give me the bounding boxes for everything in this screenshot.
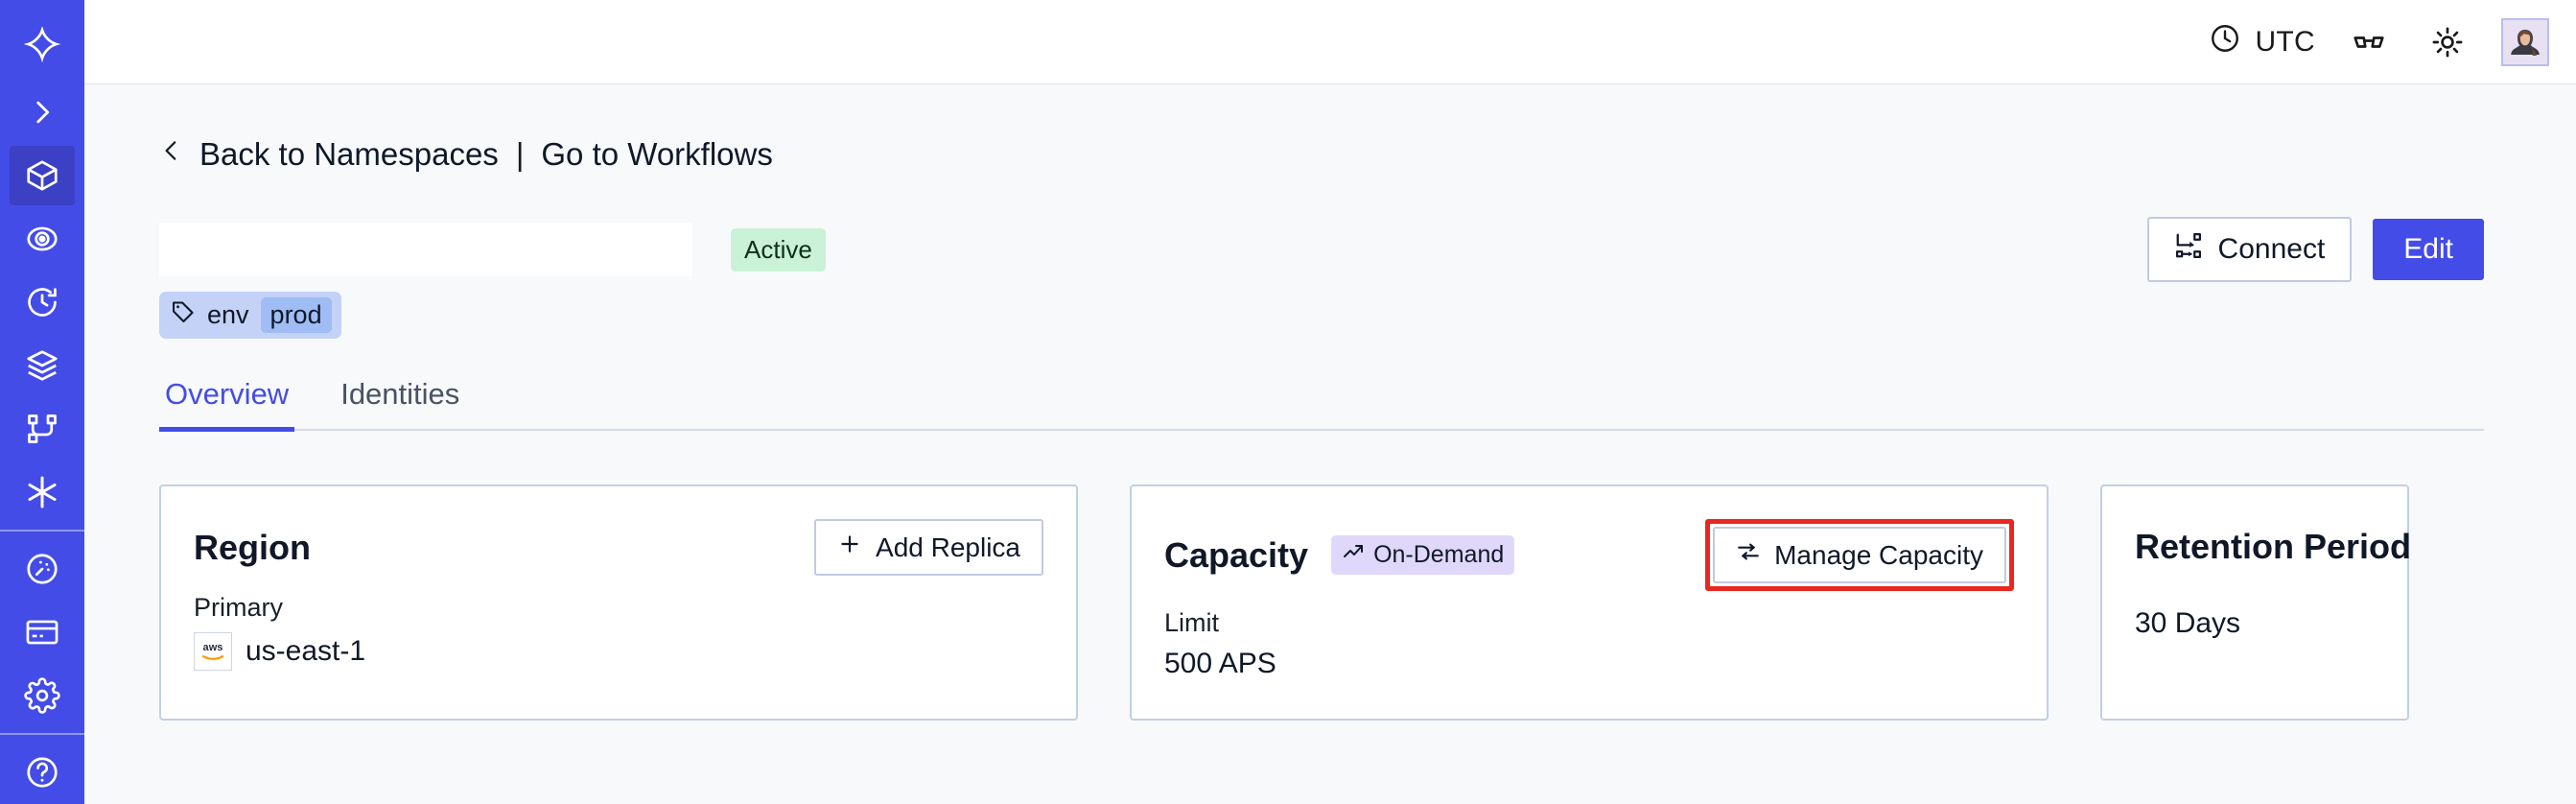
namespace-title-row: Active Connect — [159, 217, 2484, 282]
sidebar-item-namespaces[interactable] — [10, 145, 75, 205]
sidebar-item-deployments[interactable] — [10, 336, 75, 395]
region-card-header: Region Add Replica — [194, 519, 1043, 576]
capacity-mode-label: On-Demand — [1373, 541, 1505, 568]
sidebar-expand-button[interactable] — [10, 83, 75, 142]
manage-capacity-button[interactable]: Manage Capacity — [1713, 527, 2006, 583]
capacity-card: Capacity On-Demand — [1130, 485, 2049, 721]
region-value: us-east-1 — [246, 635, 366, 667]
tab-bar: Overview Identities — [159, 377, 2484, 432]
avatar[interactable] — [2501, 17, 2549, 66]
clock-icon — [2209, 22, 2241, 62]
top-header: UTC — [84, 0, 2576, 84]
tag-icon — [171, 299, 196, 331]
sidebar-item-nexus[interactable] — [10, 462, 75, 522]
retention-card: Retention Period 30 Days — [2100, 485, 2411, 721]
tag-value: prod — [260, 297, 332, 333]
sidebar-item-help[interactable] — [10, 743, 75, 802]
chevron-left-icon — [159, 134, 184, 175]
connect-label: Connect — [2217, 233, 2326, 265]
region-value-row: aws us-east-1 — [194, 632, 1043, 671]
title-actions: Connect Edit — [2146, 217, 2484, 282]
sidebar-divider-1 — [0, 529, 84, 532]
edit-label: Edit — [2403, 233, 2453, 265]
capacity-mode-badge: On-Demand — [1331, 535, 1515, 575]
capacity-value: 500 APS — [1164, 648, 1276, 679]
temporal-logo-icon[interactable] — [10, 13, 75, 79]
capacity-card-header: Capacity On-Demand — [1164, 519, 2014, 591]
add-replica-label: Add Replica — [876, 532, 1020, 562]
manage-capacity-highlight: Manage Capacity — [1705, 519, 2014, 591]
region-card-action: Add Replica — [814, 519, 1043, 576]
plus-icon — [837, 532, 862, 563]
region-card-title: Region — [194, 527, 311, 567]
timezone-label: UTC — [2255, 25, 2315, 58]
main-area: UTC — [84, 0, 2576, 804]
page-title — [159, 223, 692, 276]
sidebar-item-settings[interactable] — [10, 666, 75, 725]
connect-icon — [2174, 231, 2203, 268]
go-to-workflows-link[interactable]: Go to Workflows — [541, 136, 773, 172]
region-card: Region Add Replica — [159, 485, 1078, 721]
primary-sidebar — [0, 0, 84, 804]
breadcrumb: Back to Namespaces | Go to Workflows — [159, 134, 2484, 175]
manage-capacity-label: Manage Capacity — [1774, 539, 1983, 570]
retention-card-title: Retention Period — [2135, 527, 2412, 566]
retention-value: 30 Days — [2135, 607, 2241, 639]
connect-button[interactable]: Connect — [2146, 217, 2353, 282]
status-badge: Active — [731, 227, 826, 272]
glasses-icon[interactable] — [2344, 17, 2394, 67]
back-label: Back to Namespaces — [199, 136, 499, 172]
breadcrumb-divider: | — [515, 136, 525, 172]
capacity-card-action: Manage Capacity — [1705, 519, 2014, 591]
sidebar-item-schedules[interactable] — [10, 272, 75, 332]
page-content: Back to Namespaces | Go to Workflows Act… — [84, 84, 2576, 804]
sidebar-item-billing[interactable] — [10, 603, 75, 662]
sidebar-item-observability[interactable] — [10, 209, 75, 269]
capacity-sub-label: Limit — [1164, 608, 1220, 637]
tab-identities[interactable]: Identities — [340, 377, 460, 411]
overview-cards: Region Add Replica — [159, 485, 2484, 721]
retention-card-header: Retention Period — [2135, 519, 2411, 575]
capacity-card-title: Capacity — [1164, 534, 1309, 575]
aws-icon: aws — [194, 632, 232, 671]
sidebar-item-usage[interactable] — [10, 539, 75, 599]
trending-up-icon — [1342, 540, 1365, 570]
edit-button[interactable]: Edit — [2373, 219, 2484, 280]
tab-overview[interactable]: Overview — [159, 377, 295, 432]
add-replica-button[interactable]: Add Replica — [814, 519, 1043, 576]
back-to-namespaces-link[interactable]: Back to Namespaces — [159, 134, 499, 175]
svg-text:aws: aws — [203, 642, 223, 653]
sun-icon[interactable] — [2423, 17, 2472, 67]
sidebar-divider-2 — [0, 732, 84, 735]
timezone-selector[interactable]: UTC — [2209, 22, 2315, 62]
tag-key: env — [207, 300, 249, 329]
tag-list: env prod — [159, 292, 2484, 339]
sidebar-item-workflows[interactable] — [10, 399, 75, 459]
sliders-icon — [1736, 539, 1761, 571]
namespace-tag[interactable]: env prod — [159, 292, 341, 339]
region-sub-label: Primary — [194, 593, 283, 622]
